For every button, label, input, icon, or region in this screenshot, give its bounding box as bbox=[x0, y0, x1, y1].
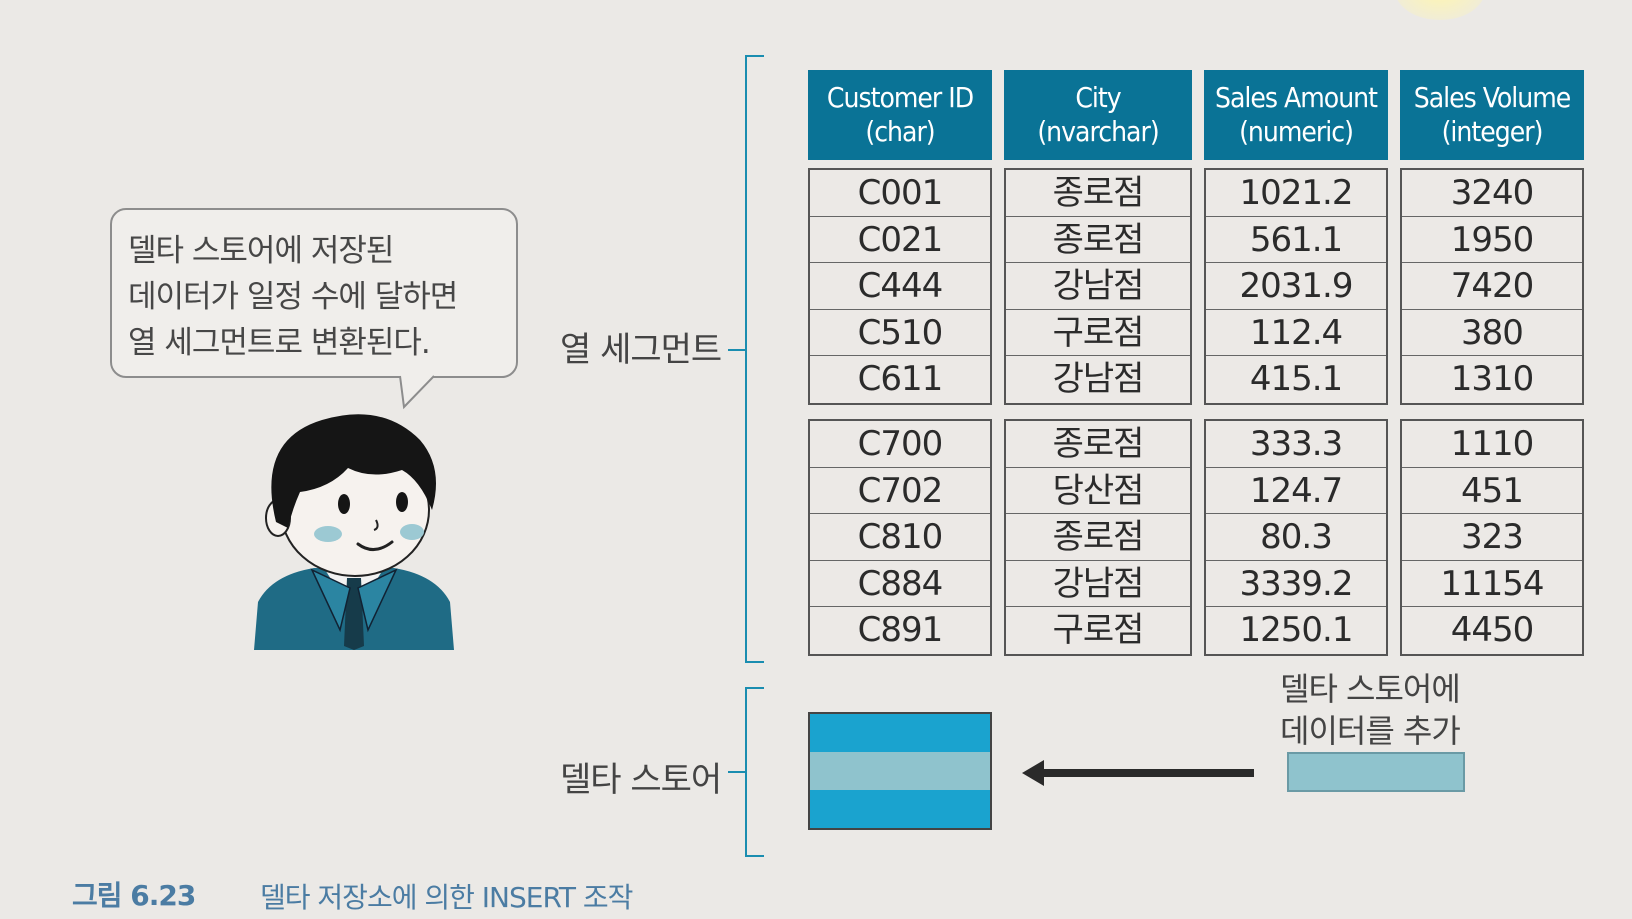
header-name: Customer ID bbox=[826, 81, 974, 114]
left-arrow-icon bbox=[1022, 760, 1254, 786]
segment-2: C700 C702 C810 C884 C891 bbox=[808, 419, 992, 656]
cell: 2031.9 bbox=[1206, 263, 1386, 310]
header-name: Sales Amount bbox=[1214, 81, 1378, 114]
column-header: Sales Volume (integer) bbox=[1400, 70, 1584, 160]
segment-2: 종로점 당산점 종로점 강남점 구로점 bbox=[1004, 419, 1192, 656]
cell: 124.7 bbox=[1206, 468, 1386, 515]
cell: C891 bbox=[857, 610, 944, 651]
delta-band bbox=[810, 714, 990, 752]
header-name: Sales Volume bbox=[1413, 81, 1572, 114]
header-type: (char) bbox=[865, 115, 935, 148]
delta-band bbox=[810, 790, 990, 828]
cell: 당산점 bbox=[1006, 468, 1190, 515]
segment-2: 333.3 124.7 80.3 3339.2 1250.1 bbox=[1204, 419, 1388, 656]
cell: 1110 bbox=[1402, 421, 1582, 468]
new-data-row bbox=[1287, 752, 1465, 792]
header-type: (numeric) bbox=[1239, 115, 1354, 148]
cell: 구로점 bbox=[1052, 610, 1145, 651]
cell: 3240 bbox=[1402, 170, 1582, 217]
add-to-delta-label: 델타 스토어에 데이터를 추가 bbox=[1280, 668, 1461, 752]
cell: 7420 bbox=[1402, 263, 1582, 310]
cell: 3339.2 bbox=[1206, 561, 1386, 608]
person-illustration bbox=[254, 414, 454, 650]
add-label-line-1: 델타 스토어에 bbox=[1280, 670, 1461, 708]
speech-bubble-tail bbox=[399, 375, 435, 410]
bubble-line-2: 데이터가 일정 수에 달하면 bbox=[128, 279, 458, 315]
bubble-line-3: 열 세그먼트로 변환된다. bbox=[128, 325, 431, 361]
brackets bbox=[728, 55, 764, 857]
cell: 구로점 bbox=[1006, 310, 1190, 357]
figure-number: 그림 6.23 bbox=[72, 879, 196, 912]
cell: C611 bbox=[857, 359, 944, 400]
cell: 415.1 bbox=[1249, 359, 1343, 400]
cell: 종로점 bbox=[1006, 421, 1190, 468]
cell: 112.4 bbox=[1206, 310, 1386, 357]
segment-1: 종로점 종로점 강남점 구로점 강남점 bbox=[1004, 168, 1192, 405]
speech-bubble: 델타 스토어에 저장된 데이터가 일정 수에 달하면 열 세그먼트로 변환된다. bbox=[110, 208, 518, 378]
cell: 종로점 bbox=[1006, 217, 1190, 264]
column-header: Customer ID (char) bbox=[808, 70, 992, 160]
cell: C510 bbox=[810, 310, 990, 357]
cell: C021 bbox=[810, 217, 990, 264]
cell: 1250.1 bbox=[1239, 610, 1354, 651]
header-name: City bbox=[1075, 81, 1121, 114]
cell: C444 bbox=[810, 263, 990, 310]
cell: C810 bbox=[810, 514, 990, 561]
cell: 1950 bbox=[1402, 217, 1582, 264]
add-label-line-2: 데이터를 추가 bbox=[1280, 712, 1461, 750]
cell: 380 bbox=[1402, 310, 1582, 357]
column-segment-label: 열 세그먼트 bbox=[560, 330, 722, 370]
cell: 종로점 bbox=[1006, 514, 1190, 561]
column-header: Sales Amount (numeric) bbox=[1204, 70, 1388, 160]
light-glare bbox=[1395, 0, 1485, 20]
figure-caption: 델타 저장소에 의한 INSERT 조작 bbox=[260, 881, 633, 914]
cell: 323 bbox=[1402, 514, 1582, 561]
cell: 종로점 bbox=[1006, 170, 1190, 217]
cell: 561.1 bbox=[1206, 217, 1386, 264]
cell: C702 bbox=[810, 468, 990, 515]
cell: 강남점 bbox=[1006, 561, 1190, 608]
cell: 강남점 bbox=[1006, 263, 1190, 310]
column-header: City (nvarchar) bbox=[1004, 70, 1192, 160]
cell: 80.3 bbox=[1206, 514, 1386, 561]
cell: 4450 bbox=[1450, 610, 1535, 651]
cell: 11154 bbox=[1402, 561, 1582, 608]
delta-band bbox=[810, 752, 990, 790]
cell: 강남점 bbox=[1052, 359, 1145, 400]
cell: C001 bbox=[810, 170, 990, 217]
cell: C700 bbox=[810, 421, 990, 468]
delta-store-box bbox=[808, 712, 992, 830]
cell: 451 bbox=[1402, 468, 1582, 515]
header-type: (integer) bbox=[1441, 115, 1544, 148]
cell: C884 bbox=[810, 561, 990, 608]
header-type: (nvarchar) bbox=[1037, 115, 1159, 148]
delta-store-label: 델타 스토어 bbox=[560, 760, 722, 800]
segment-1: C001 C021 C444 C510 C611 bbox=[808, 168, 992, 405]
bubble-line-1: 델타 스토어에 저장된 bbox=[128, 233, 394, 269]
cell: 333.3 bbox=[1206, 421, 1386, 468]
segment-1: 3240 1950 7420 380 1310 bbox=[1400, 168, 1584, 405]
cell: 1310 bbox=[1450, 359, 1535, 400]
cell: 1021.2 bbox=[1206, 170, 1386, 217]
segment-1: 1021.2 561.1 2031.9 112.4 415.1 bbox=[1204, 168, 1388, 405]
segment-2: 1110 451 323 11154 4450 bbox=[1400, 419, 1584, 656]
